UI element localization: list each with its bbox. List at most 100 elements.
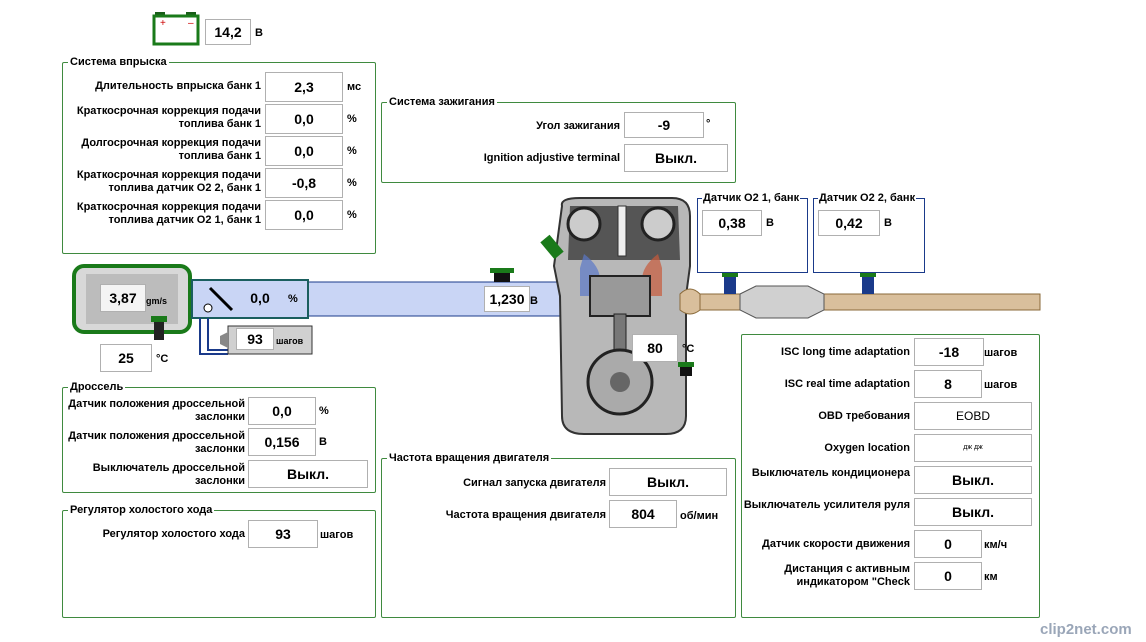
injection-unit-1: % <box>347 113 357 125</box>
idle-control-unit-0: шагов <box>320 529 354 541</box>
injection-value-3: -0,8 <box>265 168 343 198</box>
ac-switch-value: Выкл. <box>914 466 1032 494</box>
start-signal-value: Выкл. <box>609 468 727 496</box>
throttle-switch-value: Выкл. <box>248 460 368 488</box>
obd-requirements-value: EOBD <box>914 402 1032 430</box>
throttle-position-unit: % <box>288 293 298 305</box>
o2-sensor-1-title: Датчик O2 1, банк <box>702 191 801 205</box>
idle-control-value-0: 93 <box>248 520 318 548</box>
injection-unit-4: % <box>347 209 357 221</box>
o2-sensor-1-unit: В <box>766 217 774 229</box>
misc-unit-1: шагов <box>984 379 1018 391</box>
misc-label-4: Выключатель кондиционера <box>751 467 910 479</box>
power-steering-switch-value: Выкл. <box>914 498 1032 526</box>
injection-panel: Система впрыска Длительность впрыска бан… <box>62 55 376 254</box>
battery-voltage-value: 14,2 <box>205 19 251 45</box>
throttle-value-0: 0,0 <box>248 397 316 425</box>
injection-label-4: Краткосрочная коррекция подачи топлива д… <box>76 201 261 226</box>
map-sensor-value: 1,230 <box>484 286 530 312</box>
idle-control-panel: Регулятор холостого хода Регулятор холос… <box>62 503 376 618</box>
throttle-panel-title: Дроссель <box>68 380 126 394</box>
mil-distance-unit: км <box>984 571 998 583</box>
injection-value-1: 0,0 <box>265 104 343 134</box>
o2-sensor-1-value: 0,38 <box>702 210 762 236</box>
vehicle-speed-value: 0 <box>914 530 982 558</box>
piston-icon <box>589 275 651 317</box>
ignition-value-0: -9 <box>624 112 704 138</box>
svg-text:–: – <box>188 18 194 29</box>
engine-rpm-unit: об/мин <box>680 510 719 522</box>
o2-sensor-2-value: 0,42 <box>818 210 880 236</box>
battery-icon: + – <box>152 12 200 46</box>
ignition-value-1: Выкл. <box>624 144 728 172</box>
misc-unit-0: шагов <box>984 347 1018 359</box>
misc-label-3: Oxygen location <box>824 442 910 454</box>
spark-plug-icon <box>617 205 627 257</box>
coolant-temp-value: 80 <box>632 334 678 362</box>
ignition-panel-title: Система зажигания <box>387 95 497 109</box>
catalytic-converter-icon <box>739 285 825 319</box>
engine-rpm-value: 804 <box>609 500 677 528</box>
intake-temp-sensor-icon <box>154 318 164 340</box>
injection-value-4: 0,0 <box>265 200 343 230</box>
misc-label-6: Датчик скорости движения <box>762 538 910 550</box>
o2-sensor-2-icon <box>862 274 874 294</box>
idle-control-panel-title: Регулятор холостого хода <box>68 503 215 517</box>
intake-temp-value: 25 <box>100 344 152 372</box>
misc-panel: ISC long time adaptation -18 шагов ISC r… <box>741 334 1040 618</box>
idle-valve-steps-unit: шагов <box>276 336 304 346</box>
ignition-label-1: Ignition adjustive terminal <box>483 152 620 164</box>
misc-value-1: 8 <box>914 370 982 398</box>
ignition-panel: Система зажигания Угол зажигания -9 ° Ig… <box>381 95 736 183</box>
injection-value-2: 0,0 <box>265 136 343 166</box>
ignition-unit-0: ° <box>706 118 711 130</box>
o2-sensor-2-title: Датчик O2 2, банк <box>818 191 917 205</box>
idle-control-label-0: Регулятор холостого хода <box>102 528 245 540</box>
mil-distance-value: 0 <box>914 562 982 590</box>
injection-unit-0: мс <box>347 81 362 93</box>
rpm-panel: Частота вращения двигателя Сигнал запуск… <box>381 451 736 618</box>
camshaft-gear-right-icon <box>640 206 676 242</box>
coolant-sensor-icon <box>680 366 692 376</box>
rpm-panel-title: Частота вращения двигателя <box>387 451 552 465</box>
misc-label-2: OBD требования <box>818 410 910 422</box>
intake-temp-unit: °C <box>156 353 169 365</box>
oxygen-location-value: дж дж <box>914 434 1032 462</box>
injection-unit-3: % <box>347 177 357 189</box>
o2-sensor-1-panel: Датчик O2 1, банк 0,38 В <box>697 191 808 273</box>
injection-label-3: Краткосрочная коррекция подачи топлива д… <box>76 169 261 194</box>
maf-unit: gm/s <box>146 296 168 306</box>
throttle-valve-icon <box>208 286 234 312</box>
coolant-temp-unit: °C <box>682 343 695 355</box>
injection-panel-title: Система впрыска <box>68 55 169 69</box>
misc-label-0: ISC long time adaptation <box>781 346 910 358</box>
o2-sensor-2-panel: Датчик O2 2, банк 0,42 В <box>813 191 925 273</box>
throttle-position-value: 0,0 <box>236 286 284 312</box>
misc-label-5: Выключатель усилителя руля <box>743 499 910 511</box>
o2-sensor-1-icon <box>724 274 736 294</box>
injection-label-2: Долгосрочная коррекция подачи топлива ба… <box>81 137 261 162</box>
throttle-label-2: Выключатель дроссельной заслонки <box>92 462 245 487</box>
injection-unit-2: % <box>347 145 357 157</box>
battery-voltage-unit: В <box>255 27 263 39</box>
rpm-label-0: Сигнал запуска двигателя <box>463 477 606 489</box>
throttle-unit-1: В <box>319 436 327 448</box>
ignition-label-0: Угол зажигания <box>536 120 620 132</box>
svg-text:+: + <box>160 18 166 29</box>
throttle-label-0: Датчик положения дроссельной заслонки <box>68 398 245 423</box>
vehicle-speed-unit: км/ч <box>984 539 1008 551</box>
idle-bypass-line <box>207 318 228 351</box>
misc-label-7: Дистанция с активным индикатором "Check <box>784 563 910 588</box>
misc-value-0: -18 <box>914 338 984 366</box>
exhaust-diagram <box>679 272 1041 319</box>
injection-label-0: Длительность впрыска банк 1 <box>95 80 261 92</box>
o2-sensor-2-unit: В <box>884 217 892 229</box>
throttle-label-1: Датчик положения дроссельной заслонки <box>68 430 245 455</box>
misc-label-1: ISC real time adaptation <box>784 378 910 390</box>
throttle-panel: Дроссель Датчик положения дроссельной за… <box>62 380 376 493</box>
idle-valve-steps-value: 93 <box>236 328 274 350</box>
maf-value: 3,87 <box>100 284 146 312</box>
throttle-unit-0: % <box>319 405 329 417</box>
throttle-value-1: 0,156 <box>248 428 316 456</box>
camshaft-gear-left-icon <box>566 206 602 242</box>
